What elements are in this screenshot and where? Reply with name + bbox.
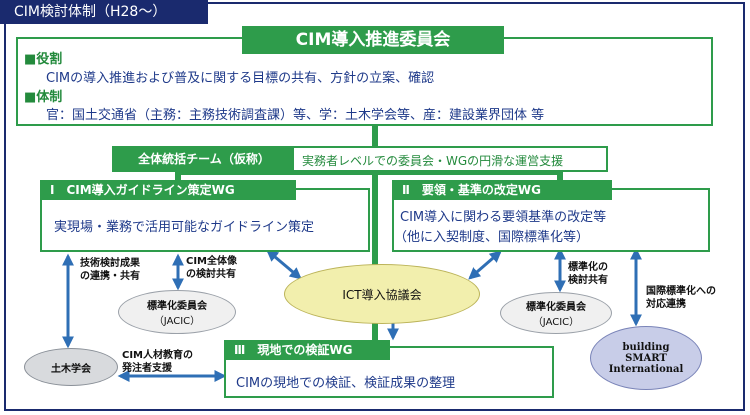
jacic-right-line1: 標準化委員会 (526, 302, 586, 313)
jacic-left-line1: 標準化委員会 (147, 301, 207, 312)
ict-council: ICT導入協議会 (284, 264, 480, 324)
wg1-text: 実現場・業務で活用可能なガイドライン策定 (54, 220, 315, 235)
arrow-ict-wg2 (468, 250, 502, 280)
bsi-line3: International (608, 363, 684, 375)
doboku-label: 土木学会 (51, 363, 91, 375)
wg2-text-2: （他に入契制度、国際標準化等） (394, 230, 590, 245)
wg1-title: Ⅰ CIM導入ガイドライン策定WG (40, 180, 296, 200)
label-intl-1: 国際標準化への (646, 286, 716, 297)
label-intl-2: 対応連携 (646, 299, 686, 310)
wg2-title: Ⅱ 要領・基準の改定WG (392, 180, 612, 200)
role-text: CIMの導入推進および普及に関する目標の共有、方針の立案、確認 (46, 71, 435, 86)
doboku-gakkai: 土木学会 (24, 348, 118, 386)
team-title: 全体統括チーム（仮称） (114, 148, 294, 170)
structure-text: 官：国土交通省（主務：主務技術調査課）等、学：土木学会等、産：建設業界団体 等 (46, 108, 545, 123)
label-edu-2: 発注者支援 (122, 363, 172, 374)
jacic-left-line2: （JACIC） (153, 316, 201, 327)
bsi-line2: SMART (625, 352, 667, 364)
structure-heading: ■体制 (24, 90, 63, 105)
label-edu-1: CIM人材教育の (122, 350, 194, 361)
team-text: 実務者レベルでの委員会・WGの円滑な運営支援 (302, 154, 564, 168)
jacic-left: 標準化委員会 （JACIC） (118, 290, 236, 334)
wg3-text: CIMの現地での検証、検証成果の整理 (236, 376, 456, 391)
committee-panel (16, 37, 713, 126)
jacic-right-line2: （JACIC） (532, 317, 580, 328)
diagram-title: CIM検討体制（H28～） (0, 0, 208, 24)
label-tech-share-1: 技術検討成果 (80, 258, 140, 269)
wg2-text-1: CIM導入に関わる要領基準の改定等 (400, 210, 607, 225)
label-std-share-2: 検討共有 (568, 275, 608, 286)
label-tech-share-2: の連携・共有 (80, 271, 140, 282)
bsi-line1: building (622, 341, 670, 353)
wg3-title: Ⅲ 現地での検証WG (224, 340, 390, 360)
jacic-right: 標準化委員会 （JACIC） (500, 292, 612, 334)
label-std-share-1: 標準化の (568, 262, 608, 273)
role-heading: ■役割 (24, 52, 63, 67)
arrow-ict-wg1 (266, 249, 302, 280)
label-cim-image-1: CIM全体像 (186, 256, 238, 267)
ict-label: ICT導入協議会 (342, 287, 422, 302)
label-cim-image-2: の検討共有 (186, 269, 236, 280)
building-smart-international: building SMART International (590, 326, 702, 390)
committee-title: CIM導入推進委員会 (242, 26, 504, 54)
